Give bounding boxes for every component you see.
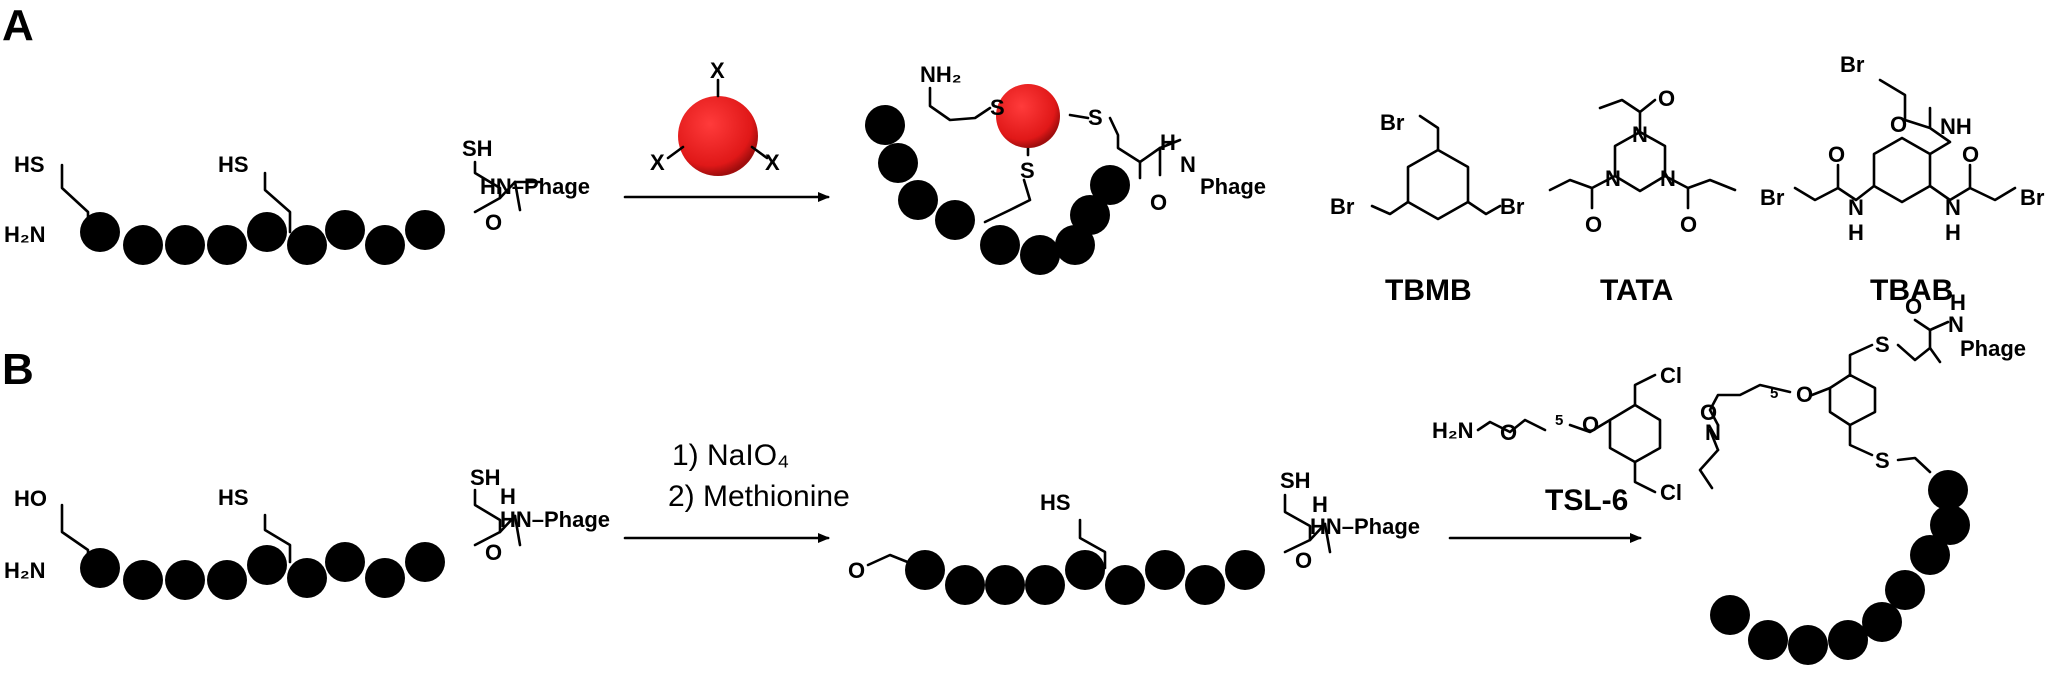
beads-linear-b [80,542,445,600]
thiol-label: HS [218,485,249,510]
amide-n-label: N [1848,195,1864,220]
beads-cyclic-a [865,105,1130,275]
sulfur-label: S [990,95,1005,120]
sulfur-label: S [1020,158,1035,183]
carbonyl-o-label: O [1905,294,1922,319]
carbonyl-o-label: O [1828,142,1845,167]
amide-h-label: H [1945,220,1961,245]
carbonyl-o-label: O [1962,142,1979,167]
thiol-label: HS [14,152,45,177]
aminooxy-label: H₂N [1432,418,1474,443]
sulfur-label: S [1088,105,1103,130]
bromine-label: Br [1380,110,1405,135]
nitrogen-label: N [1632,122,1648,147]
amide-n-label: N [1945,195,1961,220]
bromine-label: Br [1840,52,1865,77]
oxime-bicyclic-product: N O 5 O S S O H N Phage [1698,290,2026,665]
amide-h-label: H [1160,130,1176,155]
oxime-n-label: N [1705,420,1721,445]
ether-o-label: O [1582,412,1599,437]
sulfur-label: S [1875,448,1890,473]
chlorine-label: Cl [1660,363,1682,388]
carbonyl-o-label: O [1585,212,1602,237]
chain-length-5: 5 [1770,385,1778,402]
phage-label: Phage [1960,336,2026,361]
reagent-step-1: 1) NaIO₄ [672,439,789,472]
beads-cyclic-b [1710,470,1970,665]
leaving-group-x: X [650,150,665,175]
tsl6-structure: H₂N O O 5 Cl Cl [1432,363,1682,505]
carbonyl-o-label: O [1150,190,1167,215]
tata-structure: O N N N O O [1548,86,1737,237]
phage-link-label: HN–Phage [1310,514,1420,539]
carbonyl-o-label: O [1658,86,1675,111]
oxime-o-label: O [1700,400,1717,425]
bromine-label: Br [1760,185,1785,210]
ether-o-label: O [1796,382,1813,407]
leaving-group-x: X [710,58,725,83]
panel-label-a: A [2,1,34,50]
nitrogen-label: N [1660,166,1676,191]
compound-name-tbmb: TBMB [1385,274,1472,307]
amine-label: H₂N [4,222,46,247]
compound-name-tsl6: TSL-6 [1545,484,1628,517]
compound-name-tata: TATA [1600,274,1673,307]
compound-name-tbab: TBAB [1870,274,1953,307]
carbonyl-o-label: O [1295,548,1312,573]
carbonyl-o-label: O [485,210,502,235]
tbmb-structure: Br Br Br [1330,110,1525,221]
bromine-label: Br [1330,194,1355,219]
thiol-label: SH [470,465,501,490]
tbab-structure: Br O NH O O Br N H N H Br [1760,52,2045,245]
reagent-step-2: 2) Methionine [668,480,850,513]
linear-peptide-a: HS H₂N HS SH HN–Phage O [4,136,590,265]
bromine-label: Br [1500,194,1525,219]
amide-n-label: N [1180,152,1196,177]
carbonyl-o-label: O [485,540,502,565]
phage-link-label: HN–Phage [480,174,590,199]
amine-label: NH₂ [920,62,962,87]
phage-label: Phage [1200,174,1266,199]
amine-label: H₂N [4,558,46,583]
sulfur-label: S [1875,332,1890,357]
bicyclic-product-a: NH₂ S S S H N Phage O [865,62,1266,275]
linear-peptide-b: HO H₂N HS SH H HN–Phage O [4,465,610,600]
thiol-label: HS [1040,490,1071,515]
chlorine-label: Cl [1660,480,1682,505]
aldehyde-o-label: O [848,558,865,583]
amide-h-label: H [1312,492,1328,517]
carbonyl-o-label: O [1680,212,1697,237]
chain-length-5: 5 [1555,412,1563,429]
bromine-label: Br [2020,185,2045,210]
trivalent-scaffold-reagent: X X X [650,58,780,176]
amide-h-label: H [1848,220,1864,245]
amide-n-label: N [1948,312,1964,337]
nitrogen-label: N [1605,166,1621,191]
beads-linear-a [80,210,445,265]
carbonyl-o-label: O [1890,112,1907,137]
amide-nh-label: NH [1940,114,1972,139]
leaving-group-x: X [765,150,780,175]
thiol-label: SH [462,136,493,161]
thiol-label: HS [218,152,249,177]
thiol-label: SH [1280,468,1311,493]
aldehyde-peptide: O HS SH H HN–Phage O [848,468,1420,605]
amide-h-label: H [1950,290,1966,315]
panel-label-b: B [2,345,34,394]
beads-aldehyde [905,550,1265,605]
phage-link-label: HN–Phage [500,507,610,532]
oxygen-label: O [1500,420,1517,445]
hydroxyl-label: HO [14,486,47,511]
amide-h-label: H [500,484,516,509]
